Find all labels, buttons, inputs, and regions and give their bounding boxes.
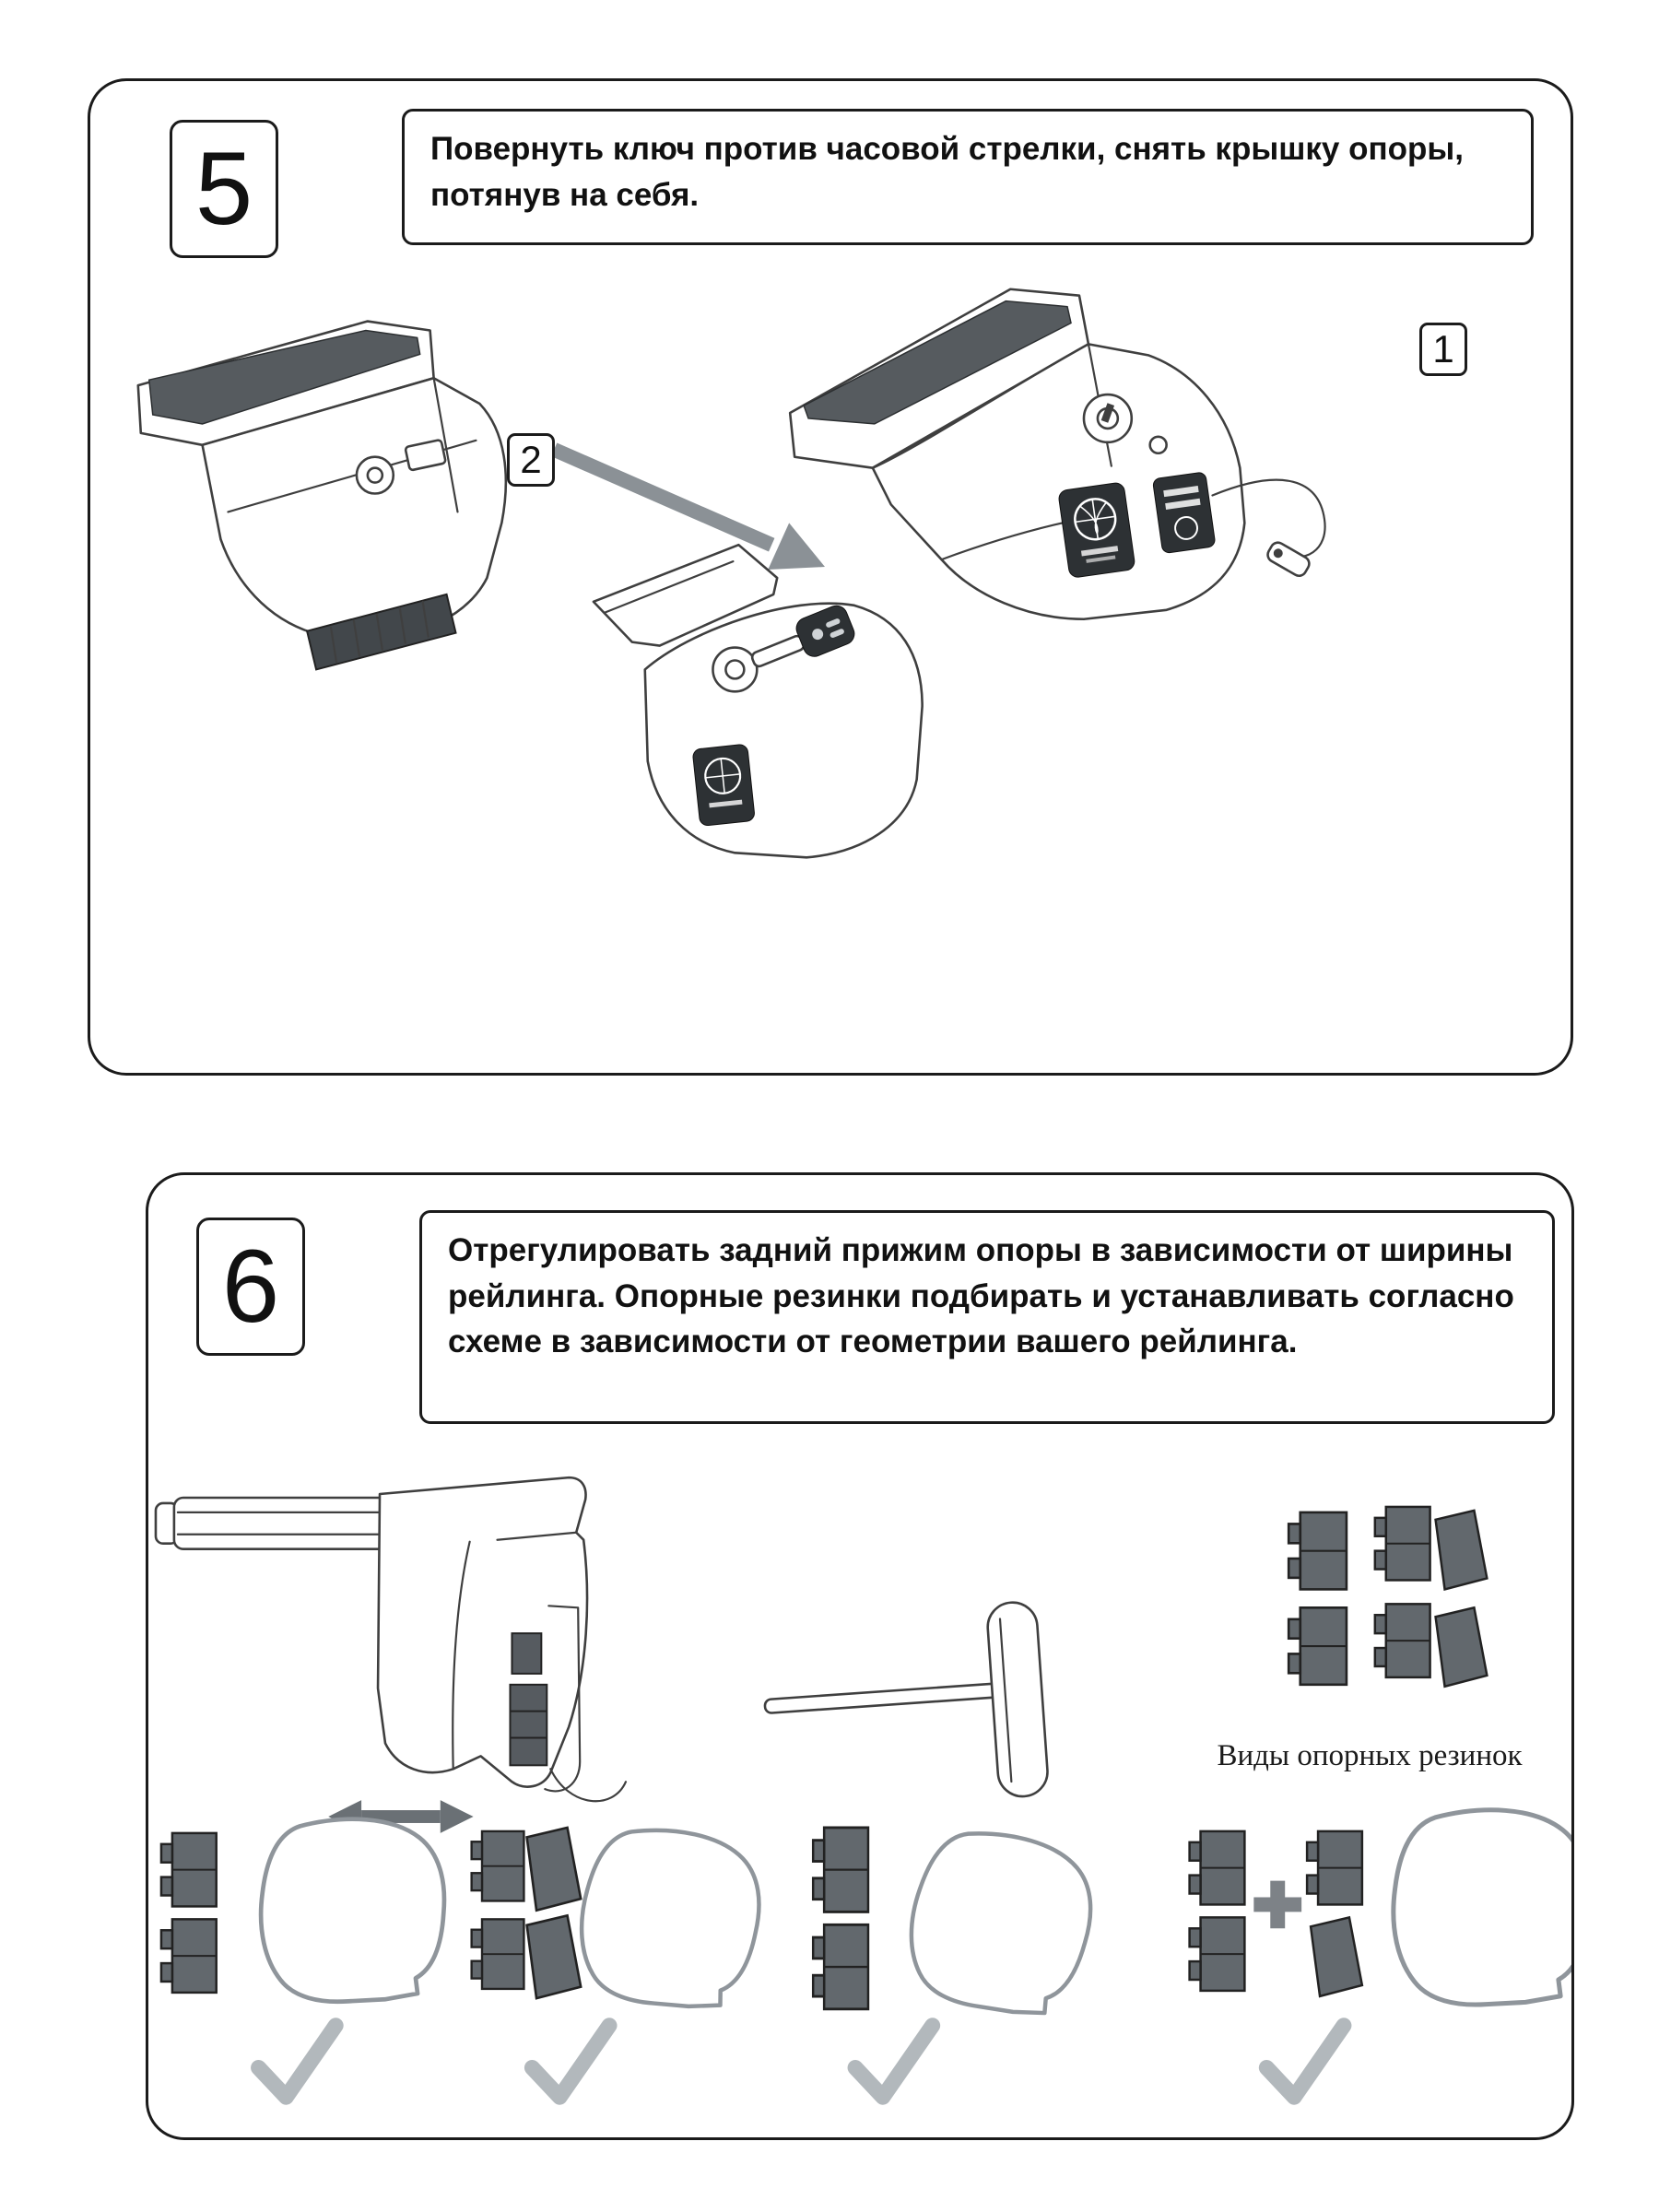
- step5-panel: 5 Повернуть ключ против часовой стрелки,…: [88, 78, 1573, 1076]
- checkmark-icon-1: [259, 2026, 336, 2098]
- checkmark-icon-2: [532, 2026, 609, 2098]
- rail-profile-3: [897, 1819, 1103, 2026]
- step5-number-box: 5: [170, 120, 278, 258]
- rail-profile-4: [1394, 1810, 1571, 2005]
- brand-badge-globe-small: [692, 744, 755, 827]
- rubber-pad-types: [1287, 1505, 1488, 1688]
- key-in-lock-icon: [750, 605, 855, 668]
- brand-badge-globe: [1058, 482, 1135, 578]
- checkmark-icon-4: [1266, 2026, 1344, 2098]
- keyhole-icon: [1100, 403, 1115, 423]
- step5-number: 5: [194, 131, 253, 246]
- clamp-rubber-pad: [509, 1683, 548, 1767]
- foot-side-view: [154, 1476, 628, 1833]
- roof-rack-foot-right: [788, 288, 1326, 621]
- part-label-1: 1: [1419, 323, 1467, 376]
- combination-1: [159, 1819, 444, 2098]
- rail-profile-2: [571, 1820, 769, 2017]
- step6-illustration: [154, 1476, 1571, 2137]
- key-icon: [1266, 541, 1311, 578]
- foot-cover-with-key: [592, 543, 924, 859]
- brand-badge-label: [1152, 472, 1216, 554]
- roof-rack-foot-left: [136, 320, 508, 671]
- hex-key-icon: [763, 1601, 1049, 1798]
- rear-clamp-hook: [549, 1768, 628, 1803]
- rubber-pads-caption: Виды опорных резинок: [1217, 1739, 1523, 1772]
- plus-icon: [1253, 1880, 1302, 1929]
- checkmark-icon-3: [855, 2026, 933, 2098]
- transfer-arrow-icon: [550, 442, 826, 571]
- step5-illustration: [136, 288, 1326, 859]
- step6-instruction-text: Отрегулировать задний прижим опоры в зав…: [448, 1232, 1514, 1360]
- step6-panel: 6 Отрегулировать задний прижим опоры в з…: [146, 1172, 1574, 2140]
- part-label-2: 2: [507, 433, 555, 487]
- step5-instruction-box: Повернуть ключ против часовой стрелки, с…: [402, 109, 1534, 245]
- combination-4: [1188, 1810, 1571, 2098]
- combination-2: [470, 1820, 769, 2098]
- combination-3: [811, 1819, 1104, 2098]
- step6-number-box: 6: [196, 1218, 305, 1356]
- step6-instruction-box: Отрегулировать задний прижим опоры в зав…: [419, 1210, 1555, 1424]
- step6-number: 6: [221, 1229, 280, 1344]
- step5-instruction-text: Повернуть ключ против часовой стрелки, с…: [430, 131, 1464, 213]
- rail-profile-1: [261, 1819, 444, 2002]
